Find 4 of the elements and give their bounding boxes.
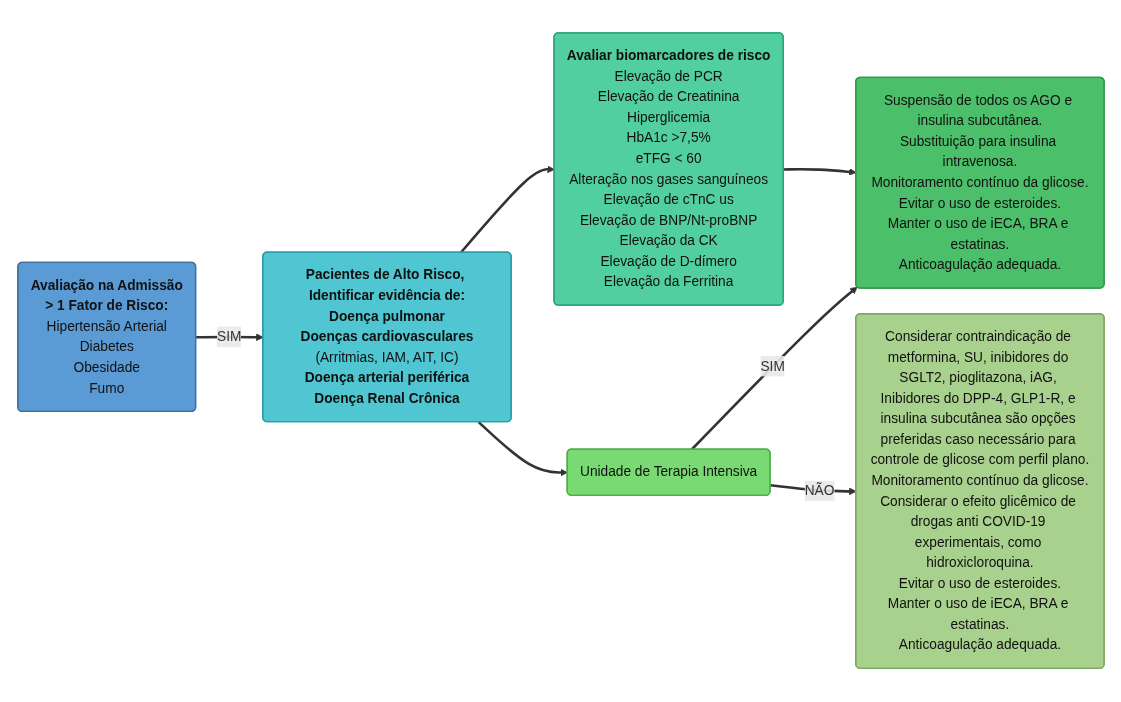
edge-label: SIM bbox=[216, 329, 241, 345]
arrow bbox=[690, 287, 858, 451]
edge-label: SIM bbox=[759, 358, 785, 374]
edge-label: NÃO bbox=[804, 483, 834, 499]
